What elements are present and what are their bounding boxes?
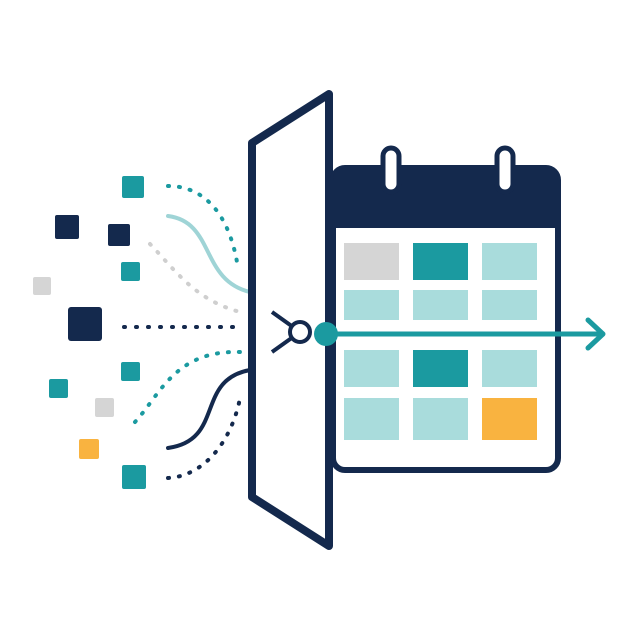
funnel-node (270, 310, 312, 354)
calendar (330, 145, 561, 473)
calendar-header (333, 168, 558, 228)
calendar-cell (344, 398, 399, 440)
calendar-cell (413, 398, 468, 440)
calendar-cell (344, 243, 399, 280)
calendar-cell (482, 243, 537, 280)
converging-data-streams (122, 184, 294, 480)
calendar-cell (413, 290, 468, 320)
stream-dotted-teal-lower (133, 349, 242, 424)
data-square (55, 215, 79, 239)
stream-dotted-gray (148, 242, 242, 314)
calendar-cell (413, 350, 468, 387)
arrow-right-icon (314, 317, 606, 351)
arrow-origin-node (314, 322, 338, 346)
data-square (79, 439, 99, 459)
data-square (108, 224, 130, 246)
funnel-ring (288, 320, 312, 344)
data-square (121, 262, 140, 281)
data-square (33, 277, 51, 295)
data-square (122, 465, 146, 489)
calendar-cell (413, 243, 468, 280)
calendar-ring-right (494, 145, 516, 195)
calendar-cell (482, 398, 537, 440)
data-square (121, 362, 140, 381)
calendar-cell (482, 350, 537, 387)
data-squares (33, 176, 146, 489)
arrow-head (585, 317, 606, 351)
calendar-grid (344, 243, 537, 440)
data-square (95, 398, 114, 417)
stream-dotted-navy-bottom (166, 396, 242, 480)
data-square (122, 176, 144, 198)
data-square (68, 307, 102, 341)
door-panel (248, 90, 333, 550)
stream-dotted-teal-top (166, 184, 240, 270)
calendar-cell (344, 290, 399, 320)
data-square (49, 379, 68, 398)
calendar-cell (482, 290, 537, 320)
calendar-cell (344, 350, 399, 387)
calendar-ring-left (380, 145, 402, 195)
